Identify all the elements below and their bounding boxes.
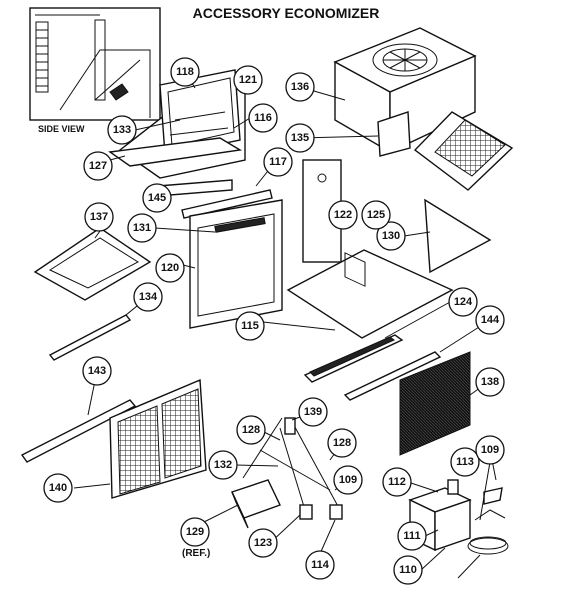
callout-118: 118	[170, 57, 200, 87]
callout-123: 123	[248, 528, 278, 558]
callout-label: 136	[291, 81, 309, 93]
part-144-grille	[399, 351, 471, 456]
callout-145: 145	[142, 183, 172, 213]
callout-label: 117	[269, 156, 287, 168]
callout-130: 130	[376, 221, 406, 251]
callout-label: 144	[481, 314, 500, 326]
callout-109: 109	[475, 435, 505, 465]
callout-135: 135	[285, 123, 315, 153]
callout-144: 144	[475, 305, 505, 335]
outdoor-unit	[333, 27, 514, 287]
part-138-shape	[20, 399, 137, 463]
ref-note: (REF.)	[182, 548, 210, 559]
callout-122: 122	[328, 200, 358, 230]
callout-133: 133	[107, 115, 137, 145]
callout-label: 135	[291, 132, 309, 144]
callout-117: 117	[263, 147, 293, 177]
callout-label: 125	[367, 209, 385, 221]
callout-label: 113	[456, 456, 474, 468]
callout-label: 131	[133, 222, 151, 234]
callout-label: 140	[49, 482, 67, 494]
callout-129: 129	[180, 517, 210, 547]
callout-125: 125	[361, 200, 391, 230]
callout-label: 127	[89, 160, 107, 172]
callout-label: 137	[90, 211, 108, 223]
callout-134: 134	[133, 282, 163, 312]
callout-label: 145	[148, 192, 166, 204]
callout-143: 143	[82, 356, 112, 386]
callout-137: 137	[84, 202, 114, 232]
callout-114: 114	[305, 550, 335, 580]
part-125-shape	[286, 249, 454, 339]
callout-139: 139	[298, 397, 328, 427]
callout-label: 118	[176, 66, 194, 78]
part-134-shape	[48, 314, 132, 361]
callout-label: 128	[242, 424, 260, 436]
callout-136: 136	[285, 72, 315, 102]
callout-label: 109	[339, 474, 357, 486]
callout-label: 138	[481, 376, 499, 388]
callout-116: 116	[248, 103, 278, 133]
callout-128: 128	[327, 428, 357, 458]
part-117-shape	[181, 189, 273, 219]
side-view-inset: SIDE VIEW	[29, 7, 161, 134]
callout-label: 133	[113, 124, 131, 136]
callout-label: 116	[254, 112, 272, 124]
callout-label: 130	[382, 230, 400, 242]
callout-label: 115	[241, 320, 259, 332]
callout-127: 127	[83, 151, 113, 181]
callout-label: 129	[186, 526, 204, 538]
callout-124: 124	[448, 287, 478, 317]
callout-label: 109	[481, 444, 499, 456]
callout-label: 110	[399, 564, 417, 576]
callout-112: 112	[382, 467, 412, 497]
callout-138: 138	[475, 367, 505, 397]
callout-121: 121	[233, 65, 263, 95]
damper-assembly	[108, 69, 246, 179]
callout-120: 120	[155, 253, 185, 283]
callout-140: 140	[43, 473, 73, 503]
part-137-shape	[33, 227, 152, 301]
callout-label: 143	[88, 365, 106, 377]
callout-label: 112	[388, 476, 406, 488]
callout-label: 121	[239, 74, 257, 86]
callout-132: 132	[208, 450, 238, 480]
side-view-label: SIDE VIEW	[38, 124, 85, 134]
callout-label: 132	[214, 459, 232, 471]
diagram-title: ACCESSORY ECONOMIZER	[193, 5, 380, 21]
linkage-assembly	[242, 417, 343, 520]
part-143-filters	[109, 378, 207, 499]
callout-label: 139	[304, 406, 322, 418]
callout-label: 122	[334, 209, 352, 221]
callout-115: 115	[235, 311, 265, 341]
part-124-shape	[343, 351, 442, 401]
callout-label: 111	[403, 530, 420, 542]
callout-113: 113	[450, 447, 480, 477]
callout-109: 109	[333, 465, 363, 495]
callout-label: 124	[454, 296, 473, 308]
part-130-shape	[424, 198, 492, 274]
callout-label: 114	[311, 559, 330, 571]
callout-131: 131	[127, 213, 157, 243]
part-109-ref-shape	[231, 479, 281, 529]
callout-label: 128	[333, 437, 351, 449]
callout-layer: 118 121 136 133 116 135 127 117 145 137 131 122 130 1…	[43, 57, 505, 585]
callout-128: 128	[236, 415, 266, 445]
callout-110: 110	[393, 555, 423, 585]
callout-label: 123	[254, 537, 272, 549]
callout-label: 134	[139, 291, 158, 303]
callout-label: 120	[161, 262, 179, 274]
callout-111: 111	[397, 521, 427, 551]
